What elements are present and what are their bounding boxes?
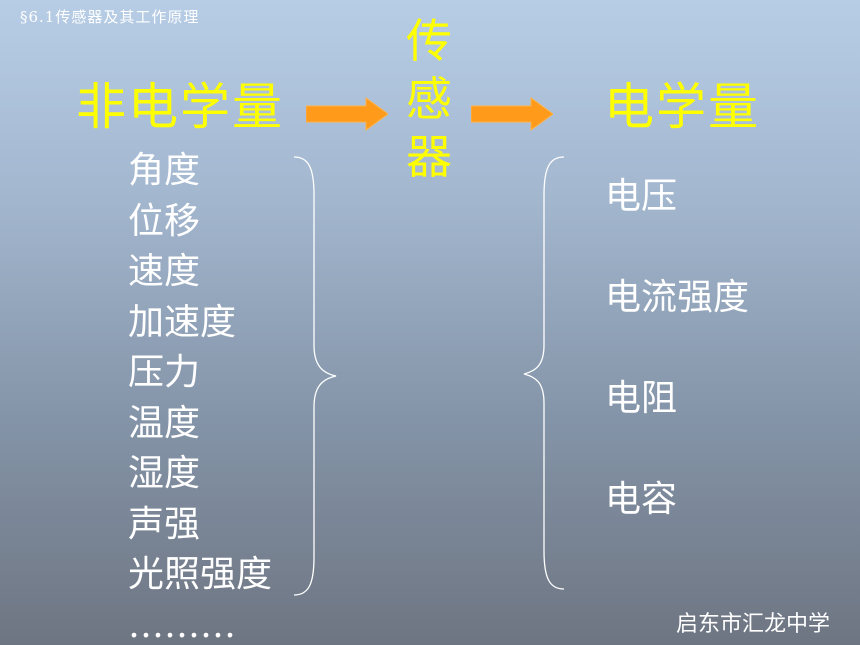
list-item: 电容	[605, 479, 678, 520]
sensor-char: 传	[406, 14, 452, 68]
non-electrical-title: 非电学量	[76, 78, 284, 136]
sensor-title: 传 感 器	[404, 12, 454, 186]
electrical-list: 电压 电流强度 电阻 电容	[605, 172, 749, 576]
right-brace-icon	[293, 156, 337, 596]
list-item: ………	[128, 604, 236, 645]
right-arrow-icon	[306, 97, 388, 131]
sensor-char: 感	[406, 72, 452, 126]
list-item: 光照强度	[128, 554, 273, 595]
electrical-title: 电学量	[604, 78, 760, 136]
list-item: 电阻	[605, 378, 678, 419]
left-brace-icon	[523, 156, 565, 590]
list-item: 速度	[128, 251, 201, 292]
sensor-char: 器	[406, 130, 452, 184]
list-item: 角度	[128, 150, 201, 191]
list-item: 压力	[128, 352, 201, 393]
list-item: 电压	[605, 176, 678, 217]
right-arrow-icon	[471, 97, 553, 131]
list-item: 温度	[128, 402, 201, 444]
list-item: 位移	[128, 200, 201, 242]
list-item: 湿度	[128, 453, 201, 494]
school-name: 启东市汇龙中学	[676, 612, 831, 637]
non-electrical-list: 角度 位移 速度 加速度 压力 温度 湿度 声强 光照强度 ………	[128, 146, 272, 645]
list-item: 电流强度	[605, 277, 750, 318]
list-item: 加速度	[128, 301, 237, 343]
section-header: §6.1传感器及其工作原理	[20, 8, 200, 26]
list-item: 声强	[128, 503, 201, 545]
